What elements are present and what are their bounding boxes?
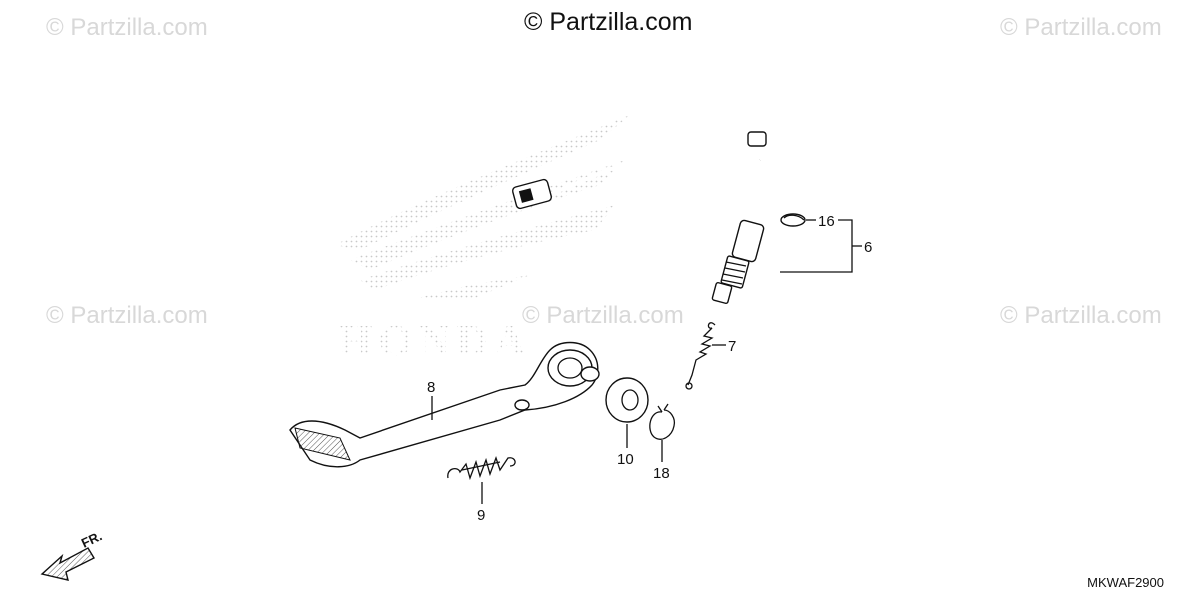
part-9-spring[interactable] <box>447 456 516 481</box>
watermark-mid-center: © Partzilla.com <box>522 302 684 329</box>
diagram-code: MKWAF2900 <box>1087 575 1164 590</box>
part-18-snap-ring[interactable] <box>649 403 676 440</box>
callout-16: 16 <box>818 213 835 230</box>
callout-6: 6 <box>864 239 872 256</box>
part-16-clip[interactable] <box>780 213 806 227</box>
callout-8: 8 <box>427 379 435 396</box>
part-10-washer[interactable] <box>605 377 649 423</box>
callout-10: 10 <box>617 451 634 468</box>
leader-lines <box>431 219 862 504</box>
part-6-switch-harness[interactable] <box>511 131 808 305</box>
part-7-spring[interactable] <box>685 322 716 390</box>
watermark-main: © Partzilla.com <box>524 8 693 36</box>
watermark-mid-right: © Partzilla.com <box>1000 302 1162 329</box>
honda-wing-logo-icon: HONDA <box>335 115 630 365</box>
front-arrow-icon: FR. <box>40 528 104 581</box>
watermark-top-right: © Partzilla.com <box>1000 14 1162 41</box>
watermark-top-left: © Partzilla.com <box>46 14 208 41</box>
part-8-brake-pedal[interactable] <box>289 341 600 468</box>
callout-18: 18 <box>653 465 670 482</box>
front-indicator-label: FR. <box>79 528 104 550</box>
callout-9: 9 <box>477 507 485 524</box>
brand-mark-text: HONDA <box>338 316 532 365</box>
watermark-mid-left: © Partzilla.com <box>46 302 208 329</box>
callout-7: 7 <box>728 338 736 355</box>
